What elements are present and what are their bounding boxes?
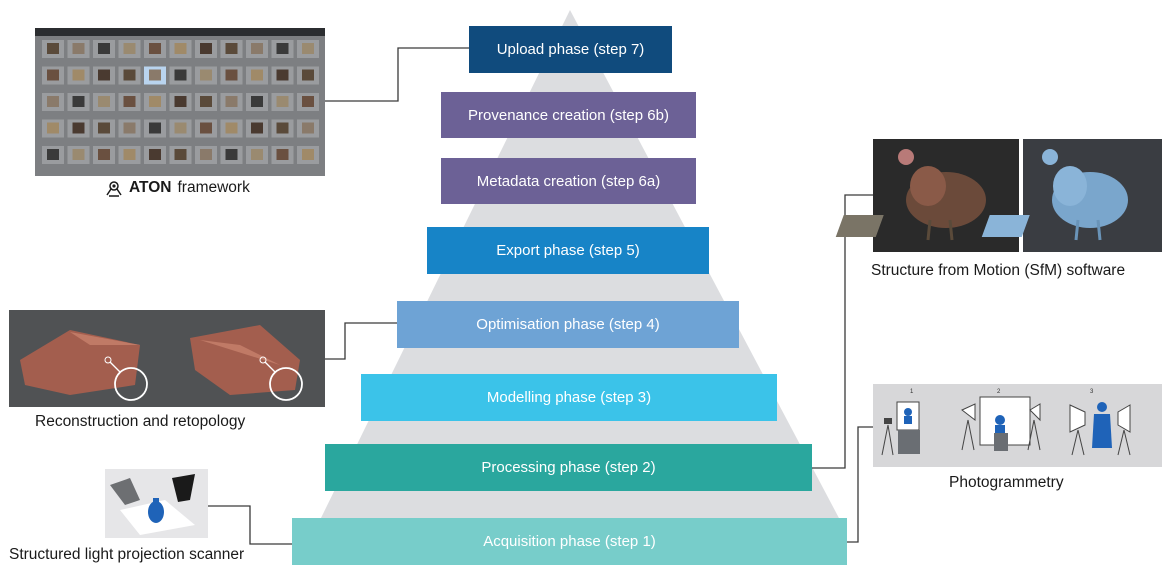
aton-thumbnail-object <box>302 69 314 81</box>
photogrammetry-caption: Photogrammetry <box>949 474 1064 491</box>
aton-thumbnail-object <box>276 69 289 81</box>
metadata-creation-box: Metadata creation (step 6a) <box>441 158 696 204</box>
provenance-creation-box: Provenance creation (step 6b) <box>441 92 696 138</box>
aton-thumbnail-object <box>98 69 110 81</box>
aton-thumbnail-object <box>174 96 187 107</box>
aton-thumbnail-object <box>47 149 59 160</box>
aton-thumbnail-object <box>225 96 238 107</box>
optimisation-phase-box: Optimisation phase (step 4) <box>397 301 739 348</box>
aton-thumbnail-object <box>47 43 59 54</box>
photogrammetry-illustration: 1 2 3 <box>873 384 1162 467</box>
connector-photogrammetry-acquisition <box>847 426 873 543</box>
aton-thumbnail-object <box>149 96 161 107</box>
aton-thumbnail-object <box>251 43 263 54</box>
aton-thumbnail-object <box>302 96 314 107</box>
aton-thumbnail-object <box>123 122 136 134</box>
connector-scanner-acquisition <box>208 505 292 545</box>
aton-thumbnail-object <box>225 149 238 160</box>
aton-thumbnail-object <box>72 149 85 160</box>
aton-thumbnail-object <box>149 69 161 81</box>
photogrammetry-step-label: 1 <box>910 389 914 395</box>
reconstruction-caption: Reconstruction and retopology <box>35 413 246 430</box>
aton-thumbnail-object <box>123 69 136 81</box>
aton-thumbnail-object <box>47 122 59 134</box>
aton-thumbnail-object <box>98 149 110 160</box>
aton-thumbnail-object <box>302 43 314 54</box>
aton-thumbnail-object <box>174 43 187 54</box>
aton-thumbnail-object <box>276 122 289 134</box>
connector-sfm-processing <box>812 194 874 469</box>
aton-thumbnail-object <box>98 43 110 54</box>
aton-suffix: framework <box>177 179 250 196</box>
aton-thumbnail-object <box>251 149 263 160</box>
photogrammetry-step-label: 2 <box>997 389 1001 395</box>
aton-name: ATON <box>129 179 172 196</box>
aton-thumbnail-object <box>225 122 238 134</box>
aton-thumbnail-object <box>98 122 110 134</box>
aton-thumbnail-object <box>72 122 85 134</box>
scanner-caption: Structured light projection scanner <box>9 546 245 563</box>
aton-thumbnail-object <box>174 122 187 134</box>
aton-thumbnail-object <box>149 122 161 134</box>
aton-thumbnail-object <box>47 69 59 81</box>
aton-logo-icon <box>106 181 122 197</box>
aton-thumbnail-object <box>276 96 289 107</box>
connector-reconstruction-phases <box>325 322 397 360</box>
aton-thumbnail-object <box>200 122 212 134</box>
aton-framework-caption: ATON framework <box>105 179 250 197</box>
processing-phase-box: Processing phase (step 2) <box>325 444 812 491</box>
reconstruction-image <box>9 310 325 407</box>
aton-thumbnail-object <box>72 43 85 54</box>
aton-thumbnail-object <box>200 43 212 54</box>
aton-framework-screenshot <box>35 28 325 176</box>
aton-thumbnail-object <box>47 96 59 107</box>
connector-aton-upload <box>325 47 469 102</box>
sfm-textured-model-image <box>835 139 1019 252</box>
aton-thumbnail-object <box>149 149 161 160</box>
acquisition-phase-box: Acquisition phase (step 1) <box>292 518 847 565</box>
aton-thumbnail-object <box>200 69 212 81</box>
aton-thumbnail-object <box>276 149 289 160</box>
aton-thumbnail-object <box>149 43 161 54</box>
upload-phase-box: Upload phase (step 7) <box>469 26 672 73</box>
aton-thumbnail-object <box>251 122 263 134</box>
aton-thumbnail-object <box>302 122 314 134</box>
aton-thumbnail-object <box>200 149 212 160</box>
connector-lines <box>208 47 874 545</box>
aton-thumbnail-object <box>225 43 238 54</box>
sfm-caption: Structure from Motion (SfM) software <box>871 262 1126 279</box>
photogrammetry-step-label: 3 <box>1090 389 1094 395</box>
aton-thumbnail-object <box>276 43 289 54</box>
aton-thumbnail-object <box>123 96 136 107</box>
aton-thumbnail-object <box>200 96 212 107</box>
aton-thumbnail-object <box>174 69 187 81</box>
scanner-illustration <box>105 469 208 538</box>
aton-thumbnail-object <box>123 43 136 54</box>
aton-thumbnail-object <box>302 149 314 160</box>
aton-thumbnail-object <box>251 69 263 81</box>
aton-thumbnail-object <box>251 96 263 107</box>
modelling-phase-box: Modelling phase (step 3) <box>361 374 777 421</box>
sfm-mesh-model-image <box>981 139 1162 252</box>
aton-thumbnail-object <box>98 96 110 107</box>
aton-thumbnail-object <box>174 149 187 160</box>
aton-thumbnail-object <box>123 149 136 160</box>
export-phase-box: Export phase (step 5) <box>427 227 709 274</box>
aton-thumbnail-object <box>72 69 85 81</box>
aton-thumbnail-object <box>225 69 238 81</box>
aton-thumbnail-object <box>72 96 85 107</box>
